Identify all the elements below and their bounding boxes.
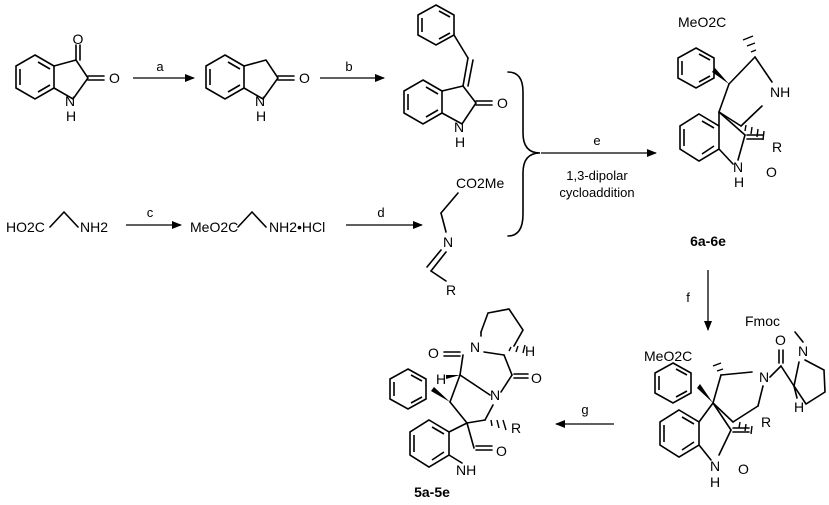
- benzylidene-oxygen: O: [497, 95, 508, 111]
- step-b-label: b: [345, 59, 352, 74]
- glycine-carboxyl-label: HO2C: [6, 219, 45, 235]
- step-f-label: f: [686, 290, 690, 305]
- proline-nitrogen: N: [798, 343, 808, 359]
- proline-alpha-h: H: [794, 399, 804, 415]
- dkp-carbonyl-oxygen-left: O: [428, 345, 439, 361]
- oxindole-n-hydrogen: H: [256, 108, 266, 124]
- spiro6-r-hashed-bond: [744, 124, 765, 141]
- imine-ester-structure: CO2Me N R: [426, 175, 504, 298]
- spiro6-oxindole-nitrogen: N: [733, 159, 743, 175]
- glycine-methyl-ester-hcl-structure: MeO2C NH2•HCl: [190, 210, 325, 235]
- imine-r-group: R: [446, 282, 456, 298]
- compound-label-final: 5a-5e: [414, 484, 450, 500]
- benzylidene-oxindole-structure: O N H: [403, 4, 508, 150]
- coupled-phenyl-wedge: [697, 384, 713, 403]
- amide-oxygen: O: [775, 332, 786, 348]
- isatin-structure: O O N H: [15, 31, 120, 124]
- spiro-diketopiperazine-5-structure: N O O H H N R: [389, 308, 542, 478]
- isatin-oxygen-2: O: [109, 70, 120, 86]
- dkp-ring-stereo-h: H: [436, 371, 446, 387]
- glycine-hcl-salt-label: NH2•HCl: [269, 219, 325, 235]
- benzylidene-nitrogen: N: [454, 119, 464, 135]
- dkp-nitrogen-lower: N: [490, 387, 500, 403]
- spiro-pyrrolidine-6-structure: MeO2C NH R O: [677, 14, 790, 190]
- fmoc-prolyl-spiro-structure: Fmoc MeO2C N H O N R: [644, 313, 826, 490]
- compound-label-intermediate: 6a-6e: [690, 233, 726, 249]
- coupled-ester-hashed-bond: [712, 362, 724, 372]
- imine-nitrogen: N: [443, 234, 453, 250]
- step-g-label: g: [581, 402, 588, 417]
- spiro6-oxindole-n-hydrogen: H: [734, 174, 744, 190]
- dkp-proline-stereo-h: H: [525, 343, 535, 359]
- dkp-h-wedge: [446, 375, 460, 379]
- dkp-phenyl-wedge: [431, 387, 450, 402]
- coupled-r-group: R: [761, 414, 771, 430]
- dkp-oxindole-oxygen: O: [496, 443, 507, 459]
- fmoc-label: Fmoc: [745, 313, 780, 329]
- spiro6-ester-hashed-bond: [742, 35, 757, 53]
- glycine-amine-label: NH2: [80, 219, 108, 235]
- spiro6-ester-label: MeO2C: [678, 14, 726, 30]
- step-c-label: c: [147, 205, 154, 220]
- coupled-oxindole-n-hydrogen: H: [710, 474, 720, 490]
- coupled-ring-nitrogen: N: [759, 369, 769, 385]
- dkp-r-group: R: [511, 420, 521, 436]
- isatin-oxygen-3: O: [73, 31, 84, 47]
- dkp-carbonyl-oxygen-right: O: [531, 370, 542, 386]
- benzylidene-n-hydrogen: H: [455, 134, 465, 150]
- step-e-condition-line2: cycloaddition: [559, 185, 634, 200]
- spiro6-ring-nh: NH: [770, 84, 790, 100]
- step-a-label: a: [156, 59, 164, 74]
- dkp-oxindole-nh: NH: [456, 462, 476, 478]
- step-d-label: d: [377, 205, 384, 220]
- imine-co2me-label: CO2Me: [456, 175, 504, 191]
- step-e-condition-line1: 1,3-dipolar: [566, 168, 628, 183]
- dkp-r-hashed-bond: [490, 419, 507, 431]
- oxindole-nitrogen: N: [255, 93, 265, 109]
- spiro6-oxindole-oxygen: O: [766, 164, 777, 180]
- step-e-label: e: [593, 133, 600, 148]
- glycine-structure: HO2C NH2: [6, 210, 108, 235]
- glycine-ester-label: MeO2C: [190, 219, 238, 235]
- coupled-oxindole-nitrogen: N: [710, 458, 720, 474]
- oxindole-oxygen: O: [299, 70, 310, 86]
- isatin-nitrogen: N: [65, 93, 75, 109]
- oxindole-structure: O N H: [205, 54, 310, 124]
- isatin-n-hydrogen: H: [66, 108, 76, 124]
- coupled-oxindole-oxygen: O: [738, 461, 749, 477]
- spiro6-r-group: R: [772, 139, 782, 155]
- coupled-ester-label: MeO2C: [644, 348, 692, 364]
- dkp-proline-h-hashed-bond: [508, 344, 526, 354]
- spiro6-phenyl-wedge: [712, 68, 729, 84]
- reagent-combining-brace: [507, 71, 541, 237]
- dkp-nitrogen-upper: N: [470, 339, 480, 355]
